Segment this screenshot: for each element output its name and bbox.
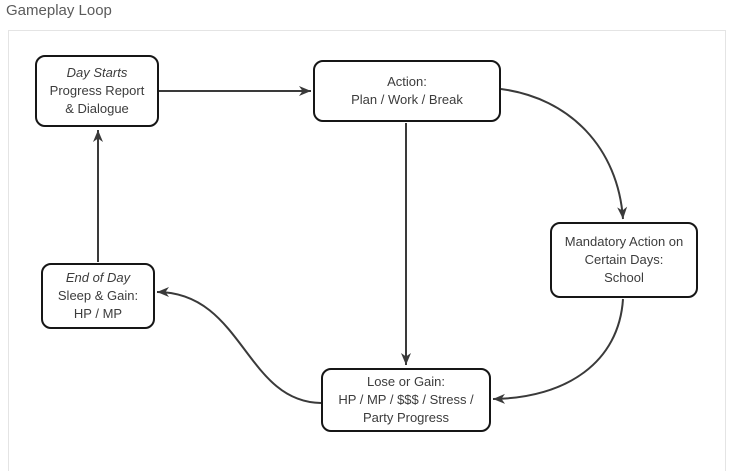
edge-action-to-mandatory[interactable]	[500, 88, 628, 220]
node-action-line: Action:	[387, 74, 427, 89]
node-mandatory-action[interactable]: Mandatory Action on Certain Days: School	[550, 222, 698, 298]
node-mandatory-action-line: Mandatory Action on	[564, 234, 684, 249]
node-day-starts[interactable]: Day Starts Progress Report & Dialogue	[35, 55, 159, 127]
node-action-line: Plan / Work / Break	[351, 92, 463, 107]
edge-lose-gain-to-end-of-day[interactable]	[156, 287, 322, 404]
node-day-starts-line: Progress Report	[49, 83, 145, 98]
node-lose-or-gain-line: Party Progress	[363, 410, 449, 425]
node-day-starts-line: Day Starts	[66, 65, 128, 80]
node-lose-or-gain[interactable]: Lose or Gain: HP / MP / $$$ / Stress / P…	[321, 368, 491, 432]
node-lose-or-gain-line: HP / MP / $$$ / Stress /	[338, 392, 474, 407]
node-mandatory-action-line: Certain Days:	[584, 252, 664, 267]
node-end-of-day-line: Sleep & Gain:	[57, 288, 139, 303]
node-end-of-day[interactable]: End of Day Sleep & Gain: HP / MP	[41, 263, 155, 329]
edge-mandatory-to-lose-gain[interactable]	[492, 298, 624, 404]
node-lose-or-gain-line: Lose or Gain:	[366, 374, 446, 389]
node-end-of-day-line: End of Day	[65, 270, 131, 285]
node-mandatory-action-line: School	[604, 270, 644, 285]
node-end-of-day-line: HP / MP	[73, 306, 123, 321]
node-action[interactable]: Action: Plan / Work / Break	[313, 60, 501, 122]
node-day-starts-line: & Dialogue	[65, 101, 129, 116]
page-title: Gameplay Loop	[6, 2, 112, 19]
